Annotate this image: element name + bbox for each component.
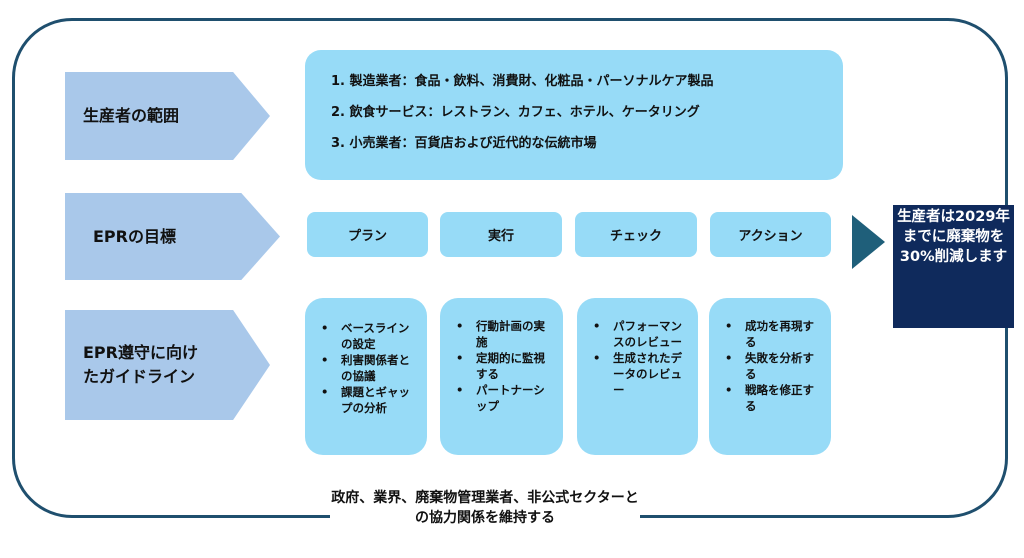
guideline-item: 定期的に監視する <box>454 350 555 382</box>
cycle-action: アクション <box>710 212 831 257</box>
guideline-item: 生成されたデータのレビュー <box>591 350 690 398</box>
goal-box: 生産者は2029年までに廃棄物を30%削減します <box>893 205 1014 328</box>
guideline-item: 行動計画の実施 <box>454 318 555 350</box>
guideline-item: 戦略を修正する <box>723 382 823 414</box>
guideline-box: 成功を再現する 失敗を分析する 戦略を修正する <box>709 298 831 455</box>
scope-item: 3. 小売業者：百貨店および近代的な伝統市場 <box>331 136 597 151</box>
guideline-item: 成功を再現する <box>723 318 823 350</box>
scope-item: 1. 製造業者：食品・飲料、消費財、化粧品・パーソナルケア製品 <box>331 74 714 89</box>
row-label-scope: 生産者の範囲 <box>65 72 270 160</box>
cycle-plan: プラン <box>307 212 428 257</box>
guideline-item: 課題とギャップの分析 <box>319 384 419 416</box>
scope-box: 1. 製造業者：食品・飲料、消費財、化粧品・パーソナルケア製品 2. 飲食サービ… <box>305 50 843 180</box>
guideline-item: ベースラインの設定 <box>319 320 419 352</box>
guideline-item: パフォーマンスのレビュー <box>591 318 690 350</box>
guideline-item: 利害関係者との協議 <box>319 352 419 384</box>
cycle-do: 実行 <box>440 212 562 257</box>
guideline-box: ベースラインの設定 利害関係者との協議 課題とギャップの分析 <box>305 298 427 455</box>
footer-text: 政府、業界、廃棄物管理業者、非公式セクターとの協力関係を維持する <box>331 490 639 526</box>
guideline-item: 失敗を分析する <box>723 350 823 382</box>
guideline-item: パートナーシップ <box>454 382 555 414</box>
arrow-right-icon <box>852 215 885 269</box>
row-label-target: EPRの目標 <box>65 193 280 280</box>
cycle-check: チェック <box>575 212 697 257</box>
scope-item: 2. 飲食サービス：レストラン、カフェ、ホテル、ケータリング <box>331 105 700 120</box>
guideline-box: パフォーマンスのレビュー 生成されたデータのレビュー <box>577 298 698 455</box>
guideline-box: 行動計画の実施 定期的に監視する パートナーシップ <box>440 298 563 455</box>
row-label-guidelines: EPR遵守に向けたガイドライン <box>65 310 270 420</box>
frame-gap <box>330 505 640 525</box>
